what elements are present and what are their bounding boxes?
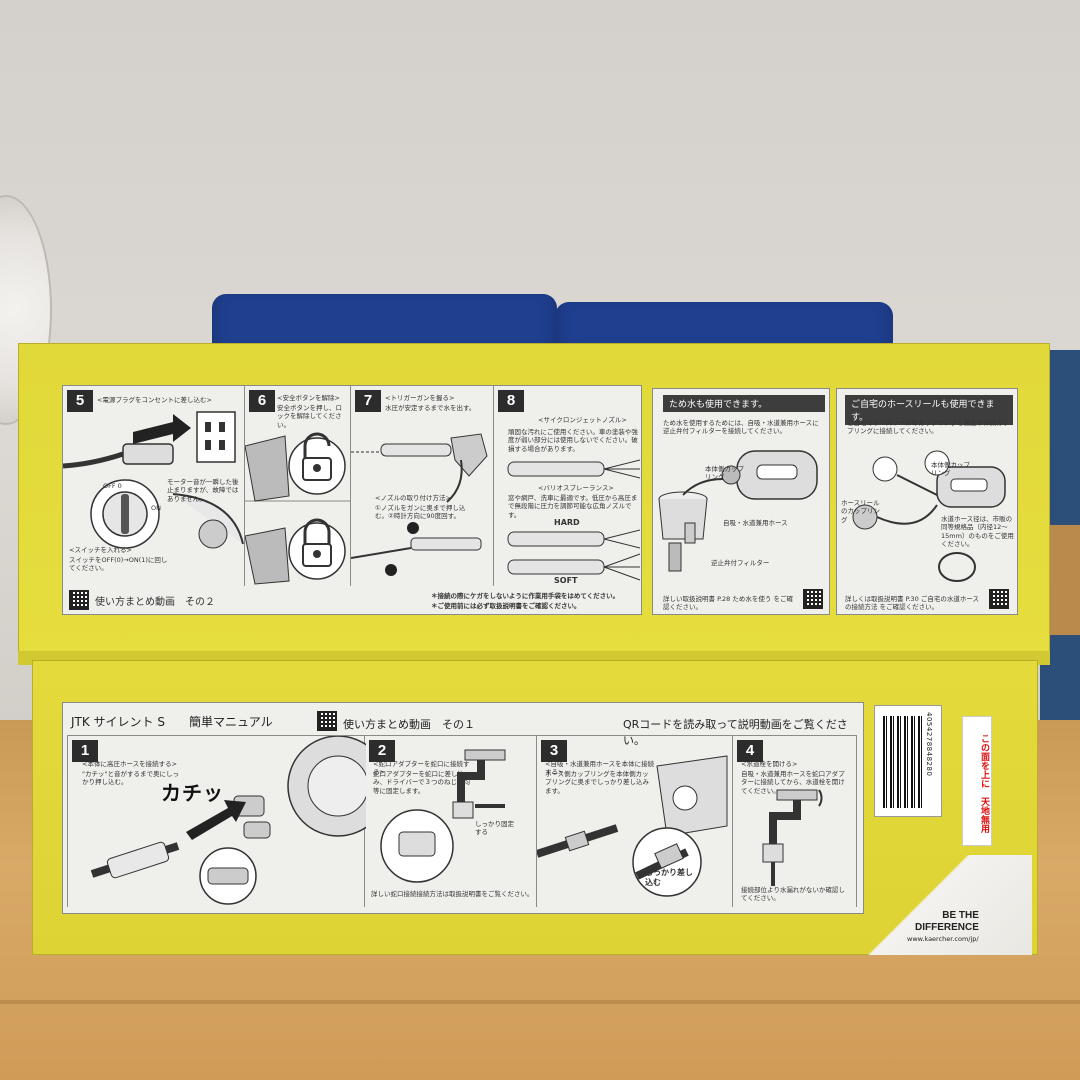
tank-setup-illustration (658, 450, 818, 572)
hose-to-body-illustration (537, 755, 728, 897)
step-3: 3 <自吸・水道兼用ホースを本体に接続する> ホース側カップリングを本体側カップ… (537, 735, 733, 907)
step-number: 4 (737, 740, 763, 762)
lance-text: 窓や網戸、洗車に最適です。低圧から高圧まで無段階に圧力を調節可能な広角ノズルです… (508, 494, 638, 519)
switch-dial-illustration (90, 479, 244, 549)
brand-slogan: BE THE DIFFERENCE (915, 910, 979, 933)
step-heading: <水道栓を開ける> (741, 760, 798, 768)
step-number: 7 (355, 390, 381, 412)
unlock-illustration (245, 432, 351, 585)
cyclone-nozzle-illustration (507, 459, 641, 479)
manual-title: JTK サイレント S 簡単マニュアル (71, 715, 273, 729)
step-6: 6 <安全ボタンを解除> 安全ボタンを押し、ロックを解除してください。 (245, 386, 351, 586)
vario-lance-illustration (507, 529, 641, 581)
qr-code (803, 589, 823, 609)
open-tap-illustration (762, 789, 823, 886)
slogan-line-2: DIFFERENCE (915, 921, 979, 933)
step-heading: <トリガーガンを握る> (385, 394, 455, 402)
hose-reel-panel: ご自宅のホースリールも使用できます。 ご自宅のホースリールのカップリングを高圧本… (836, 388, 1018, 615)
step-4: 4 <水道栓を開ける> 自吸・水道兼用ホースを蛇口アダプターに接続してから、水道… (733, 735, 857, 907)
step-heading: <安全ボタンを解除> (277, 394, 340, 402)
step-footer: 詳しい蛇口接続接続方法は取扱説明書をご覧ください。 (371, 890, 534, 898)
step-2: 2 <蛇口アダプターを蛇口に接続する> 蛇口アダプターを蛇口に差し込み、ドライバ… (365, 735, 537, 907)
brand-url: www.kaercher.com/jp/ (907, 935, 979, 943)
gloves-warning: ＊接続の際にケガをしないように作業用手袋をはめてください。 (431, 592, 620, 600)
step-text: 頑固な汚れにご使用ください。車の塗装や強度が弱い部分には使用しないでください。破… (508, 428, 638, 453)
step-heading: <蛇口アダプターを蛇口に接続する> (373, 760, 470, 777)
panel-text: ご自宅のホースリールのカップリングを高圧本体側カップリングに接続してください。 (847, 419, 1010, 436)
bottom-instruction-panel: JTK サイレント S 簡単マニュアル 使い方まとめ動画 その１ QRコードを読… (62, 702, 864, 914)
plug-outlet-illustration (63, 411, 236, 469)
step-number: 5 (67, 390, 93, 412)
coupling-label: 本体側カップリング (705, 465, 744, 482)
step-heading: <本体に高圧ホースを接続する> (82, 760, 178, 768)
step-footer: 接続部位より水漏れがないか確認してください。 (741, 886, 845, 903)
motor-note: モーター音が一瞬した後止まりますが、故障ではありません。 (167, 478, 239, 503)
faucet-adapter-illustration (380, 749, 506, 883)
video-label: 使い方まとめ動画 その２ (95, 597, 215, 608)
qr-code (317, 711, 337, 731)
step-heading: <自吸・水道兼用ホースを本体に接続する> (545, 760, 655, 777)
hose-connect-illustration (90, 736, 366, 905)
tight-label: しっかり固定する (475, 820, 514, 837)
qr-code (989, 589, 1009, 609)
hard-label: HARD (554, 518, 580, 527)
step-heading: <サイクロンジェットノズル> (538, 416, 627, 424)
step-7: 7 <トリガーガンを握る> 水圧が安定するまで水を出す。 <ノズルの取り付け方法… (351, 386, 494, 586)
qr-code (69, 590, 89, 610)
step-number: 1 (72, 740, 98, 762)
this-side-up-label: この面を上に 天地無用 (962, 716, 992, 846)
step-1: 1 <本体に高圧ホースを接続する> "カチッ"と音がするまで奥にしっかり押し込む… (67, 735, 366, 907)
nozzle-heading: <ノズルの取り付け方法> (375, 494, 451, 502)
step-number: 2 (369, 740, 395, 762)
slogan-line-1: BE THE (942, 910, 979, 921)
step-heading: <電源プラグをコンセントに差し込む> (97, 396, 212, 404)
step-text: 水圧が安定するまで水を出す。 (385, 404, 476, 412)
lance-heading: <バリオスプレーランス> (538, 484, 614, 492)
switch-text: スイッチをOFF(0)→ON(1)に回してください。 (69, 556, 168, 573)
step-8: 8 <サイクロンジェットノズル> 頑固な汚れにご使用ください。車の塗装や強度が弱… (494, 386, 643, 586)
video-label: 使い方まとめ動画 その１ (343, 718, 475, 731)
tank-water-panel: ため水も使用できます。 ため水を使用するためには、自吸・水道兼用ホースに逆止弁付… (652, 388, 830, 615)
soft-label: SOFT (554, 576, 578, 585)
step-number: 6 (249, 390, 275, 412)
click-sound-text: カチッ (161, 781, 224, 805)
panel-text: ため水を使用するためには、自吸・水道兼用ホースに逆止弁付フィルターを接続してくだ… (663, 419, 819, 436)
step-text: 蛇口アダプターを蛇口に差し込み、ドライバーで３つのねじを均等に固定します。 (373, 770, 470, 795)
manual-warning: ＊ご使用前には必ず取扱説明書をご確認ください。 (431, 602, 581, 610)
qr-read-text: QRコードを読み取って説明動画をご覧ください。 (623, 718, 848, 747)
box-corner-peel (832, 855, 1032, 955)
step-text: ホース側カップリングを本体側カップリングに奥までしっかり差し込みます。 (545, 770, 649, 795)
filter-label: 逆止弁付フィルター (711, 559, 770, 567)
nozzle-attach-illustration (351, 522, 482, 576)
push-label: しっかり差し込む (645, 868, 693, 888)
hose-note: 水道ホース径は、市販の同等規格品（内径12〜15mm）のものをご使用ください。 (941, 515, 1014, 549)
panel-title: ご自宅のホースリールも使用できます。 (845, 395, 1013, 425)
panel-footer: 詳しい取扱説明書 P.28 ため水を使う をご確認ください。 (663, 595, 793, 612)
barcode-digits: 4054278848280 (925, 712, 933, 777)
switch-heading: <スイッチを入れる> (69, 546, 132, 554)
dial-off-label: OFF 0 (103, 482, 122, 490)
coupling-label: 本体側カップリング (931, 461, 970, 478)
nozzle-text: ①ノズルをガンに奥まで押し込む。②時計方向に90度回す。 (375, 504, 466, 521)
hose-reel-illustration (852, 450, 1006, 582)
barcode: 4054278848280 (874, 705, 942, 817)
reel-label: ホースリールのカップリング (841, 499, 880, 524)
step-text: "カチッ"と音がするまで奥にしっかり押し込む。 (82, 770, 179, 787)
step-text: 安全ボタンを押し、ロックを解除してください。 (277, 404, 342, 429)
panel-title: ため水も使用できます。 (663, 395, 825, 412)
barcode-bars (883, 716, 923, 808)
top-instruction-panel: 5 <電源プラグをコンセントに差し込む> OFF 0 ON モーター音が一瞬した… (62, 385, 642, 615)
step-number: 3 (541, 740, 567, 762)
table-grain (0, 1000, 1080, 1004)
step-number: 8 (498, 390, 524, 412)
hose-label: 自吸・水道兼用ホース (723, 519, 788, 527)
step-text: 自吸・水道兼用ホースを蛇口アダプターに接続してから、水道栓を開けてください。 (741, 770, 845, 795)
step-5: 5 <電源プラグをコンセントに差し込む> OFF 0 ON モーター音が一瞬した… (63, 386, 245, 586)
dial-on-label: ON (151, 504, 161, 512)
trigger-gun-illustration (351, 433, 488, 503)
panel-footer: 詳しくは取扱説明書 P.30 ご自宅の水道ホースの接続方法 をご確認ください。 (845, 595, 980, 612)
